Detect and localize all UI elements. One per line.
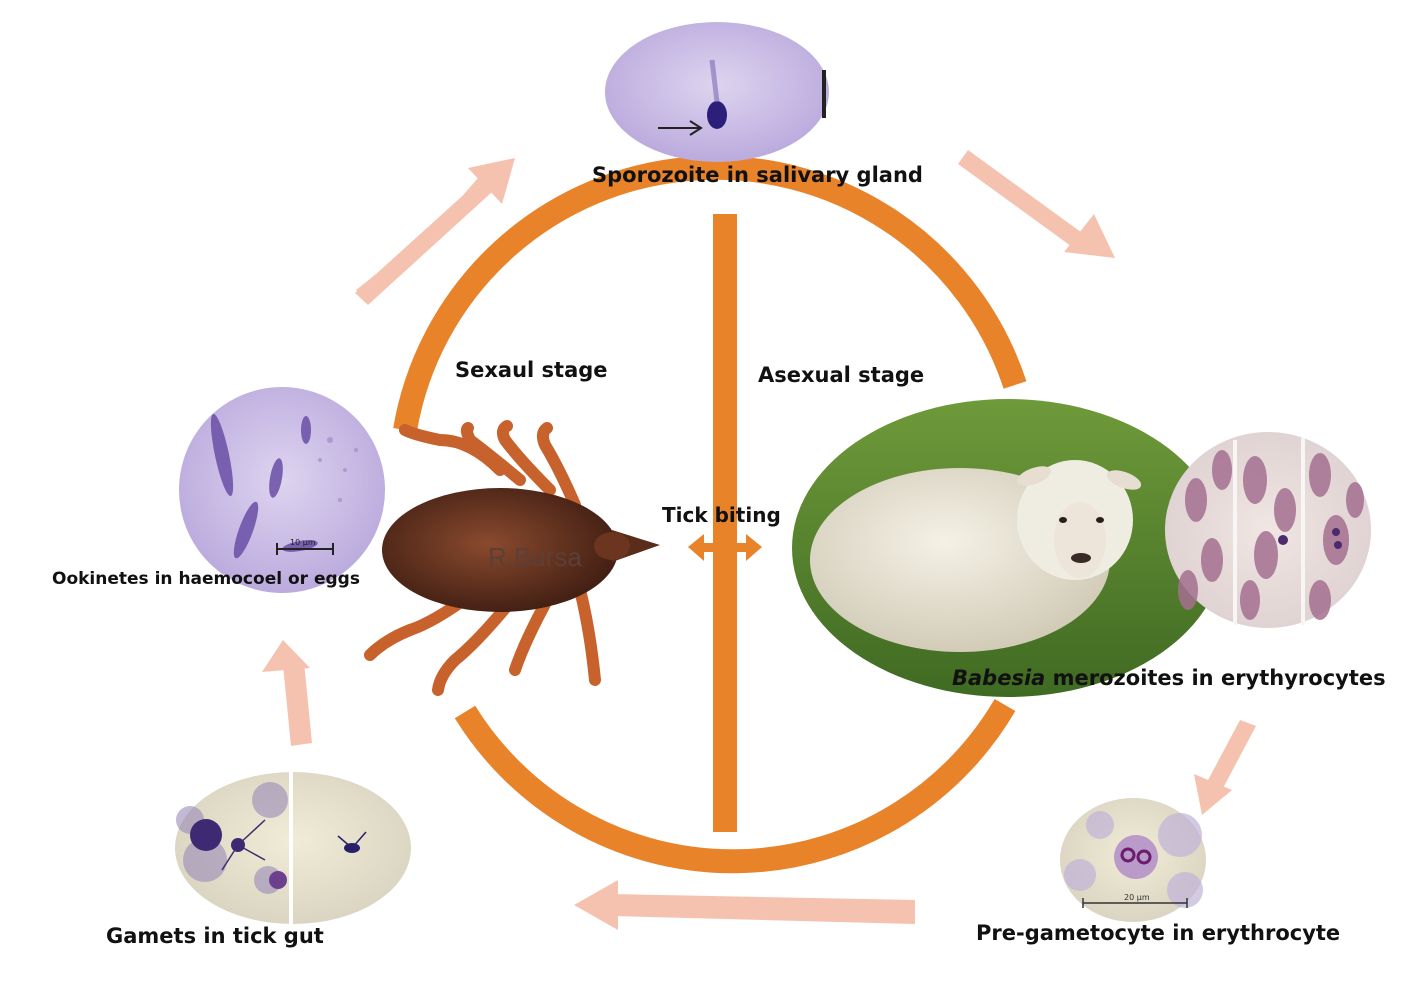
- label-merozoites-rest: merozoites in erythyrocytes: [1045, 666, 1386, 690]
- flow-arrows: [262, 150, 1256, 930]
- label-sporozoite: Sporozoite in salivary gland: [592, 163, 923, 187]
- pregametocyte-micrograph: 20 µm: [1060, 798, 1206, 922]
- ring-divider: [713, 214, 737, 832]
- tick-illustration: [364, 420, 660, 696]
- label-merozoites: Babesia merozoites in erythyrocytes: [952, 668, 1386, 689]
- arrow-sporozoite-to-merozoite: [958, 150, 1115, 258]
- scale-bar-10um: 10 µm: [276, 538, 334, 555]
- label-sexual-stage: Sexaul stage: [455, 358, 608, 382]
- label-merozoites-genus: Babesia: [952, 666, 1046, 690]
- gamets-micrograph: [175, 772, 411, 925]
- sheep-photo: [792, 399, 1224, 697]
- cycle-ring: [393, 155, 1027, 874]
- scale-label-20um: 20 µm: [1124, 893, 1150, 902]
- label-tick-name: R.Bursa: [488, 542, 582, 572]
- scale-bar-20um: 20 µm: [1082, 893, 1188, 908]
- label-tick-biting: Tick biting: [662, 503, 781, 527]
- arrow-pregametocyte-to-gamets: [574, 880, 915, 930]
- tick-biting-arrow: [688, 534, 762, 561]
- arrow-gamets-to-ookinetes: [262, 640, 312, 746]
- sporozoite-micrograph: [605, 22, 829, 162]
- merozoite-micrograph: [1165, 432, 1371, 628]
- arrow-ookinete-to-sporozoite: [355, 158, 515, 305]
- label-asexual-stage: Asexual stage: [758, 363, 925, 387]
- label-pregametocyte: Pre-gametocyte in erythrocyte: [976, 921, 1341, 945]
- arrow-merozoite-to-pregametocyte: [1194, 720, 1256, 815]
- scale-label-10um: 10 µm: [290, 538, 316, 547]
- label-gamets: Gamets in tick gut: [106, 924, 324, 948]
- ookinete-micrograph: 10 µm: [179, 387, 385, 593]
- label-ookinetes: Ookinetes in haemocoel or eggs: [52, 569, 360, 589]
